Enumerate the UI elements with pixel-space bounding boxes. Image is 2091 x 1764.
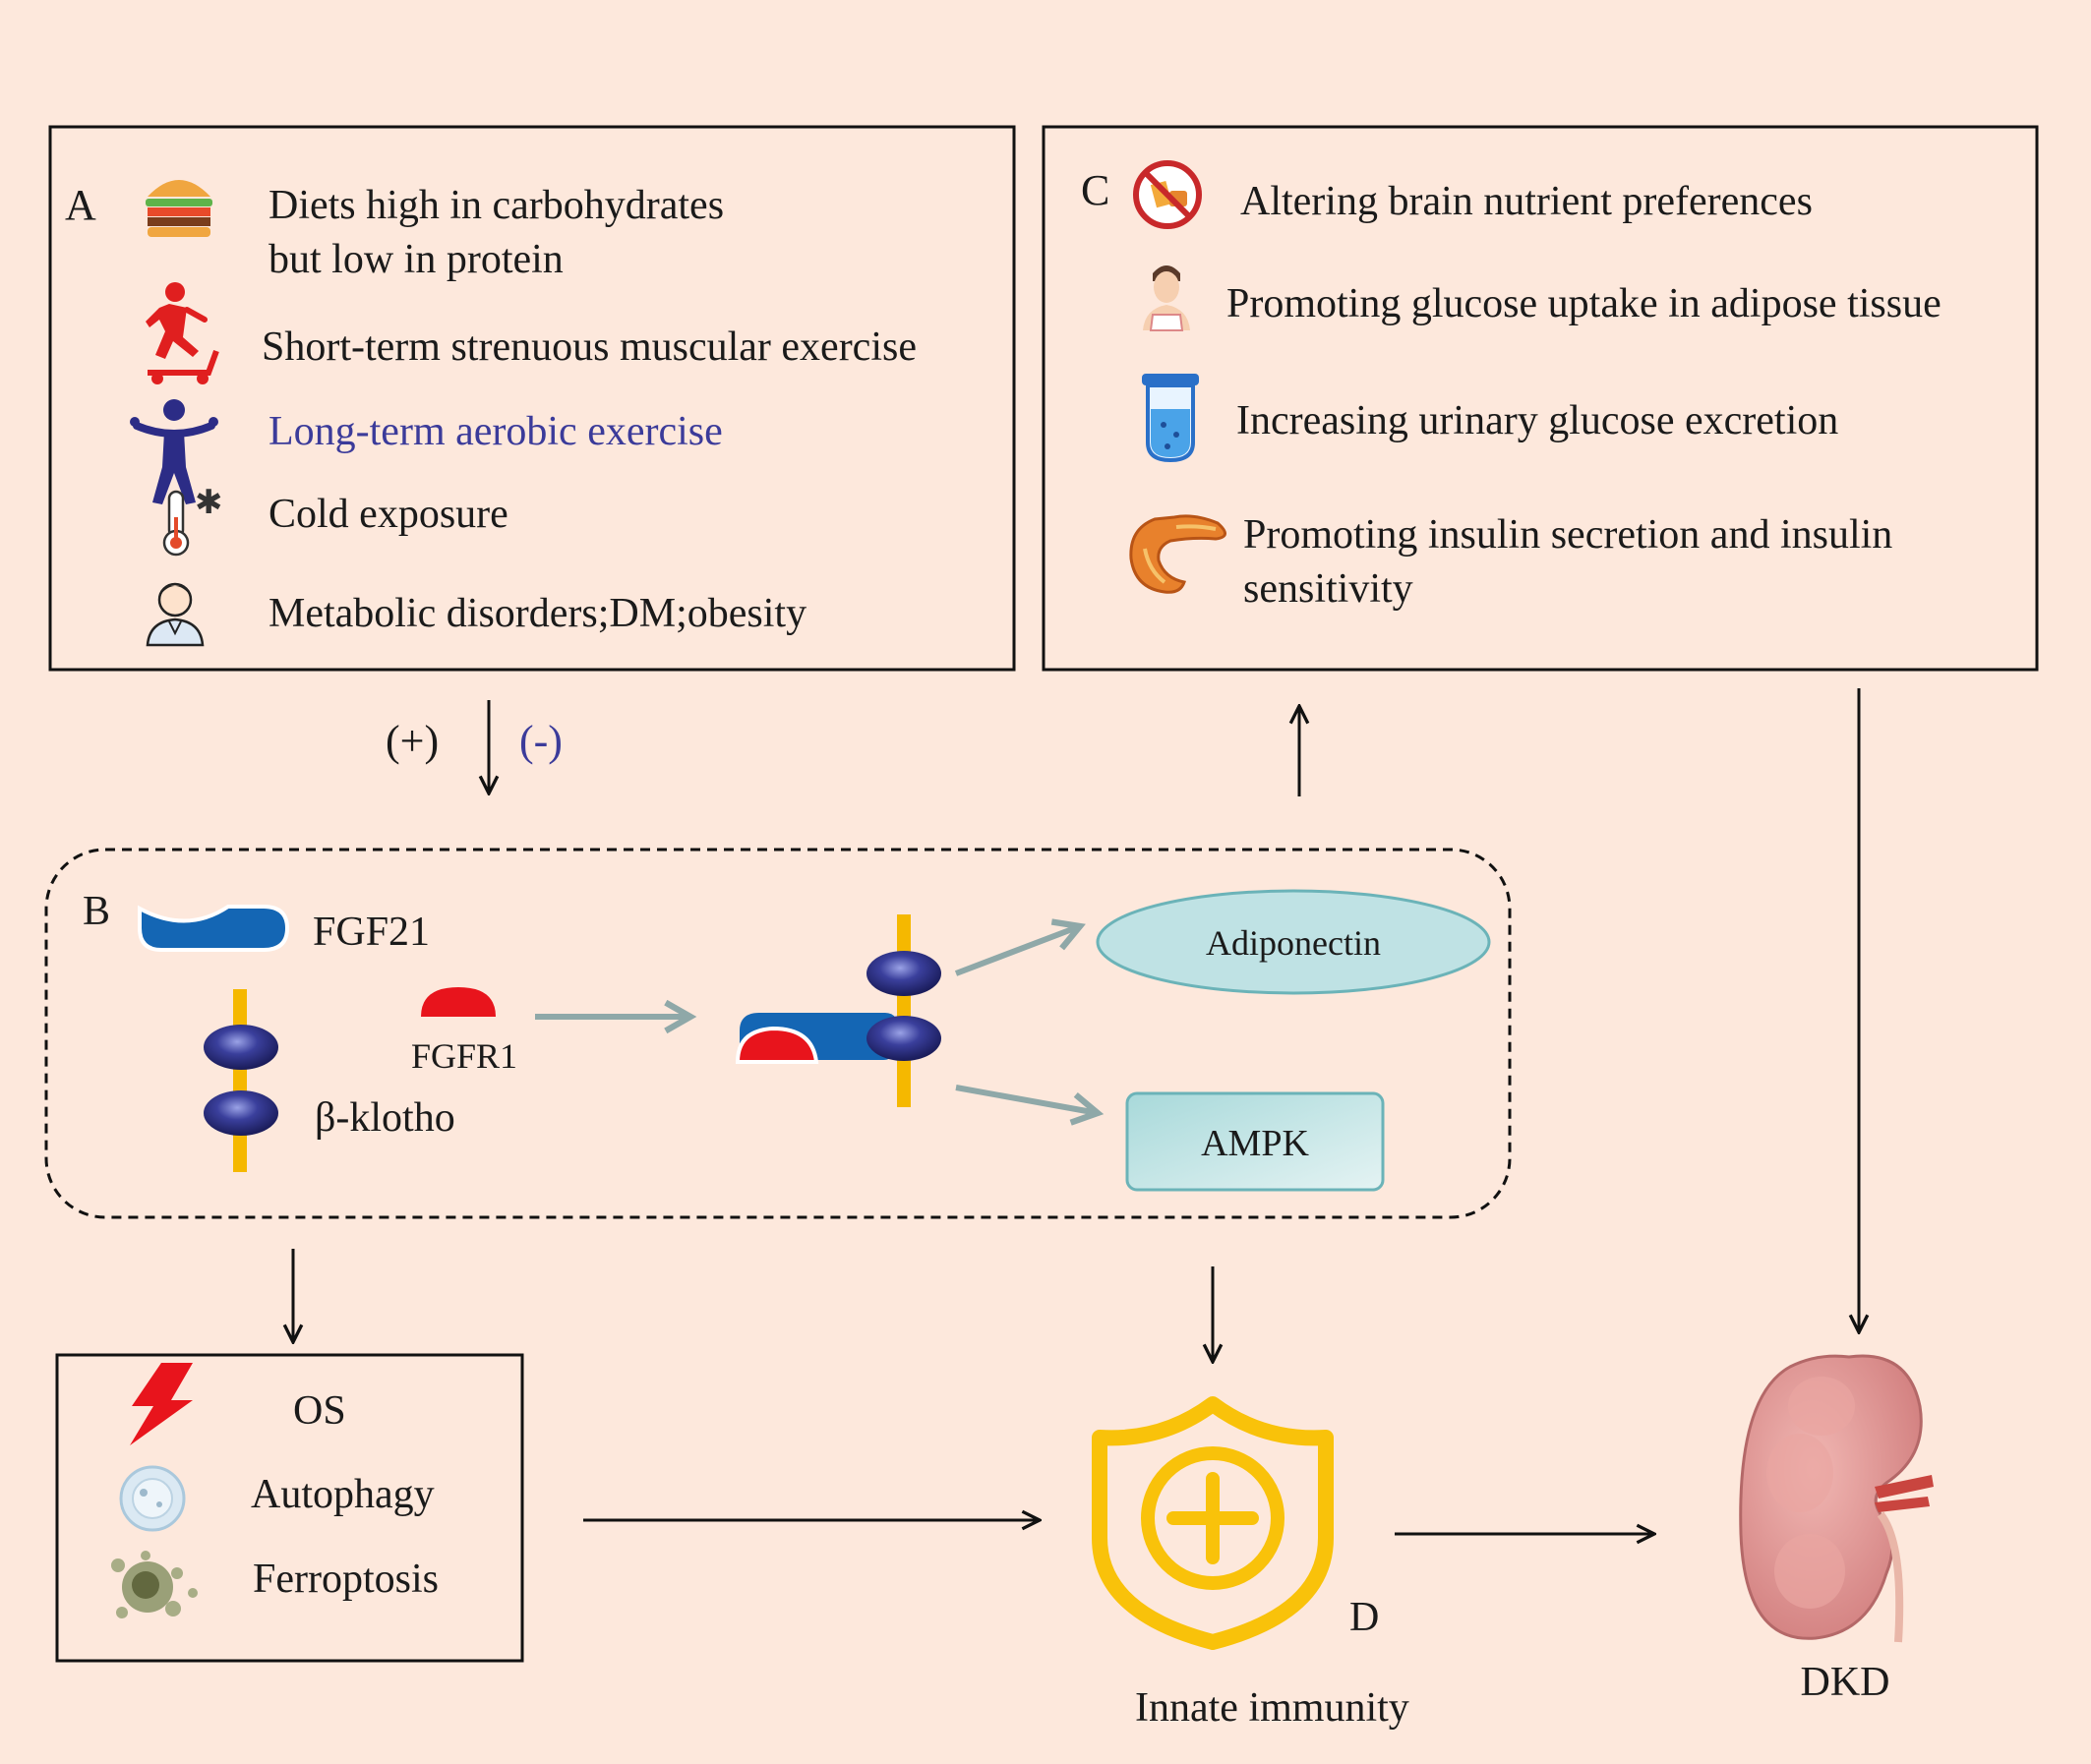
panel-c-frame	[1042, 125, 2039, 672]
arrow-to-ampk	[955, 1085, 1105, 1126]
bottom-box-frame	[55, 1353, 524, 1663]
autophagy-cell-icon	[119, 1465, 186, 1532]
svg-text:✱: ✱	[195, 483, 223, 522]
regulation-plus-label: (+)	[386, 717, 439, 765]
adiponectin-label: Adiponectin	[1206, 923, 1381, 963]
panel-c-item-4-line2: sensitivity	[1243, 566, 1413, 612]
panel-bottom-left: OS Autophagy Ferroptosis	[55, 1353, 524, 1663]
panel-c-item-4-line1: Promoting insulin secretion and insulin	[1243, 512, 1892, 558]
panel-d: D Innate immunity	[1092, 1396, 1409, 1731]
shield-icon	[1092, 1396, 1334, 1650]
beta-klotho-receptor	[204, 989, 278, 1172]
kidney-icon	[1739, 1354, 1934, 1643]
ferroptosis-label: Ferroptosis	[253, 1557, 439, 1602]
panel-a-item-3-line1: Long-term aerobic exercise	[269, 409, 723, 454]
panel-c-item-3-line1: Increasing urinary glucose excretion	[1236, 398, 1838, 443]
panel-a-item-1-line1: Diets high in carbohydrates	[269, 183, 724, 228]
panel-a: A Diets high in carbohydrates but low in…	[48, 125, 1016, 672]
beta-klotho-label: β-klotho	[315, 1095, 455, 1141]
ferroptosis-cell-icon	[111, 1551, 198, 1618]
panel-a-item-5-line1: Metabolic disorders;DM;obesity	[269, 591, 807, 636]
innate-immunity-label: Innate immunity	[1135, 1685, 1409, 1731]
arrow-to-adiponectin	[954, 918, 1086, 976]
panel-c-letter: C	[1081, 166, 1109, 214]
burger-icon	[146, 180, 212, 237]
ampk-label: AMPK	[1201, 1123, 1309, 1164]
fgf21-label: FGF21	[313, 910, 430, 955]
regulation-arrow-group: (+) (-)	[386, 700, 563, 794]
panel-a-item-2-line1: Short-term strenuous muscular exercise	[262, 324, 917, 370]
panel-a-frame	[48, 125, 1016, 672]
ampk-node	[1125, 1091, 1385, 1192]
autophagy-label: Autophagy	[251, 1472, 435, 1517]
adiponectin-node	[1096, 889, 1491, 995]
panel-b-frame	[44, 848, 1512, 1219]
person-icon	[1143, 265, 1190, 331]
plus-circle-icon	[1141, 1446, 1284, 1590]
panel-a-letter: A	[65, 181, 96, 229]
patient-icon	[146, 582, 205, 647]
dkd-label: DKD	[1801, 1660, 1890, 1705]
fgfr1-label: FGFR1	[411, 1036, 517, 1076]
panel-b: B FGF21 β-klotho FGFR1 Adiponectin	[44, 848, 1512, 1219]
fgf21-receptor-complex	[735, 914, 941, 1107]
panel-c-item-1-line1: Altering brain nutrient preferences	[1240, 179, 1813, 224]
panel-c-item-2-line1: Promoting glucose uptake in adipose tiss…	[1226, 281, 1942, 326]
panel-b-letter: B	[83, 889, 110, 934]
no-food-icon	[1133, 160, 1202, 229]
aerobic-exercise-person-icon	[130, 399, 218, 504]
lightning-icon	[130, 1363, 193, 1445]
treadmill-runner-icon	[146, 282, 219, 384]
panel-d-letter: D	[1349, 1595, 1379, 1640]
os-label: OS	[293, 1388, 346, 1434]
cold-thermometer-icon: ✱	[162, 483, 223, 557]
test-tube-icon	[1142, 374, 1199, 463]
panel-a-item-4-line1: Cold exposure	[269, 492, 508, 537]
panel-c: C Altering brain nutrient preferences Pr…	[1042, 125, 2039, 672]
pancreas-icon	[1129, 514, 1226, 594]
regulation-minus-label: (-)	[519, 717, 563, 765]
fgf21-shape	[138, 905, 290, 952]
panel-a-item-1-line2: but low in protein	[269, 237, 564, 282]
fgfr1-shape	[421, 987, 496, 1017]
